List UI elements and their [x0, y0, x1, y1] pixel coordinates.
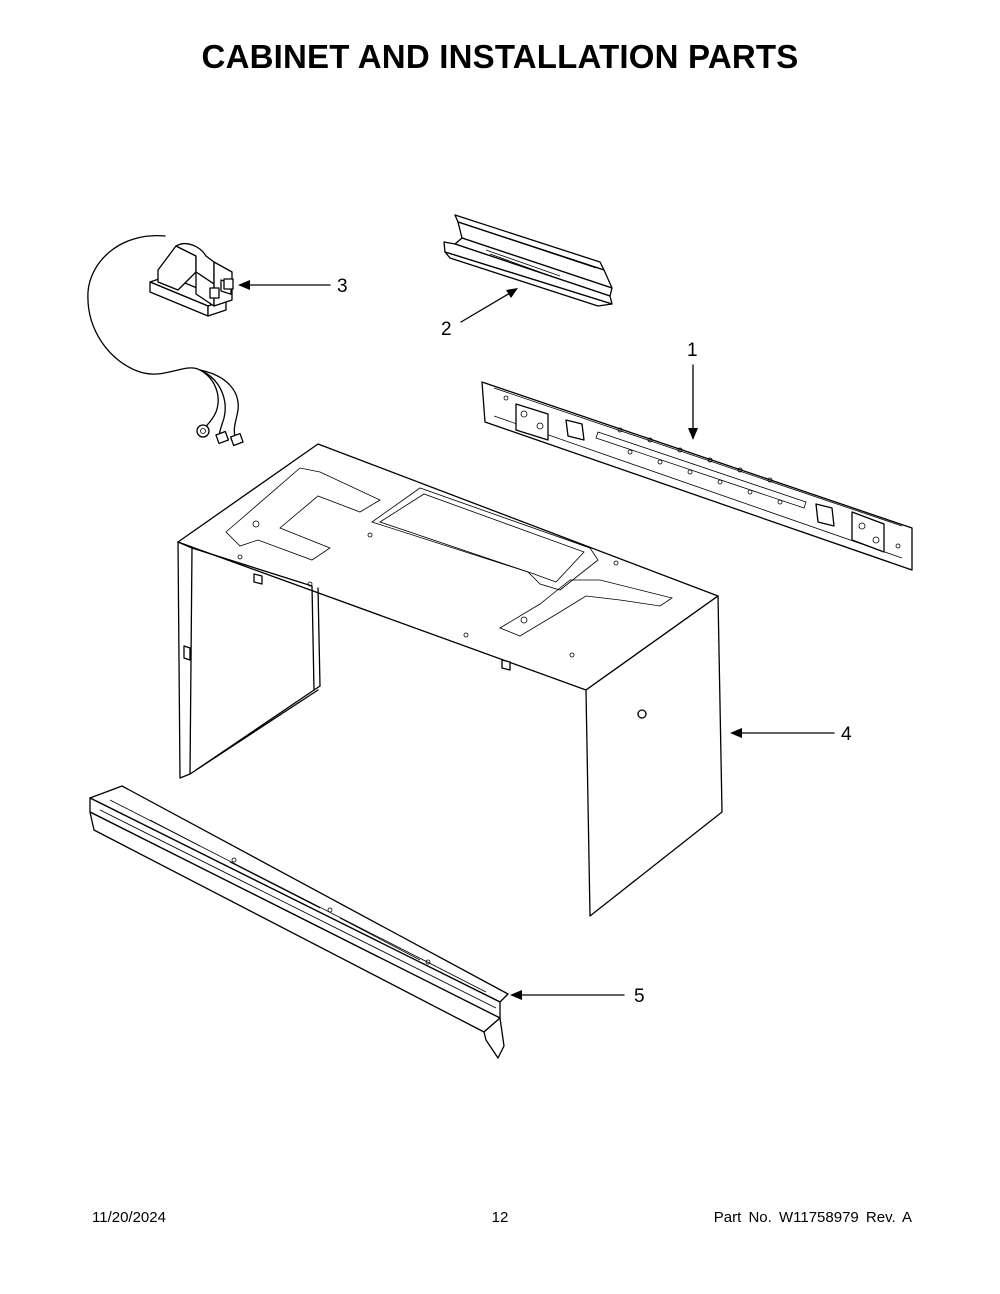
cabinet-part[interactable]: [177, 443, 723, 917]
front-trim-part[interactable]: [89, 785, 509, 1059]
callout-4: 4: [841, 724, 852, 745]
callout-1: 1: [687, 340, 698, 361]
footer-date: 11/20/2024: [92, 1209, 166, 1226]
callout-3: 3: [337, 276, 348, 297]
footer-page-number: 12: [491, 1209, 509, 1226]
callout-2: 2: [441, 319, 452, 340]
mounting-rail-part[interactable]: [481, 381, 913, 571]
callout-5: 5: [634, 986, 645, 1007]
footer-part-number: Part No. W11758979 Rev. A: [713, 1209, 912, 1226]
vent-plate-part[interactable]: [443, 214, 613, 307]
leader-arrows: [238, 280, 835, 1000]
power-cord-part[interactable]: [87, 235, 244, 447]
page-title: CABINET AND INSTALLATION PARTS: [201, 38, 799, 75]
